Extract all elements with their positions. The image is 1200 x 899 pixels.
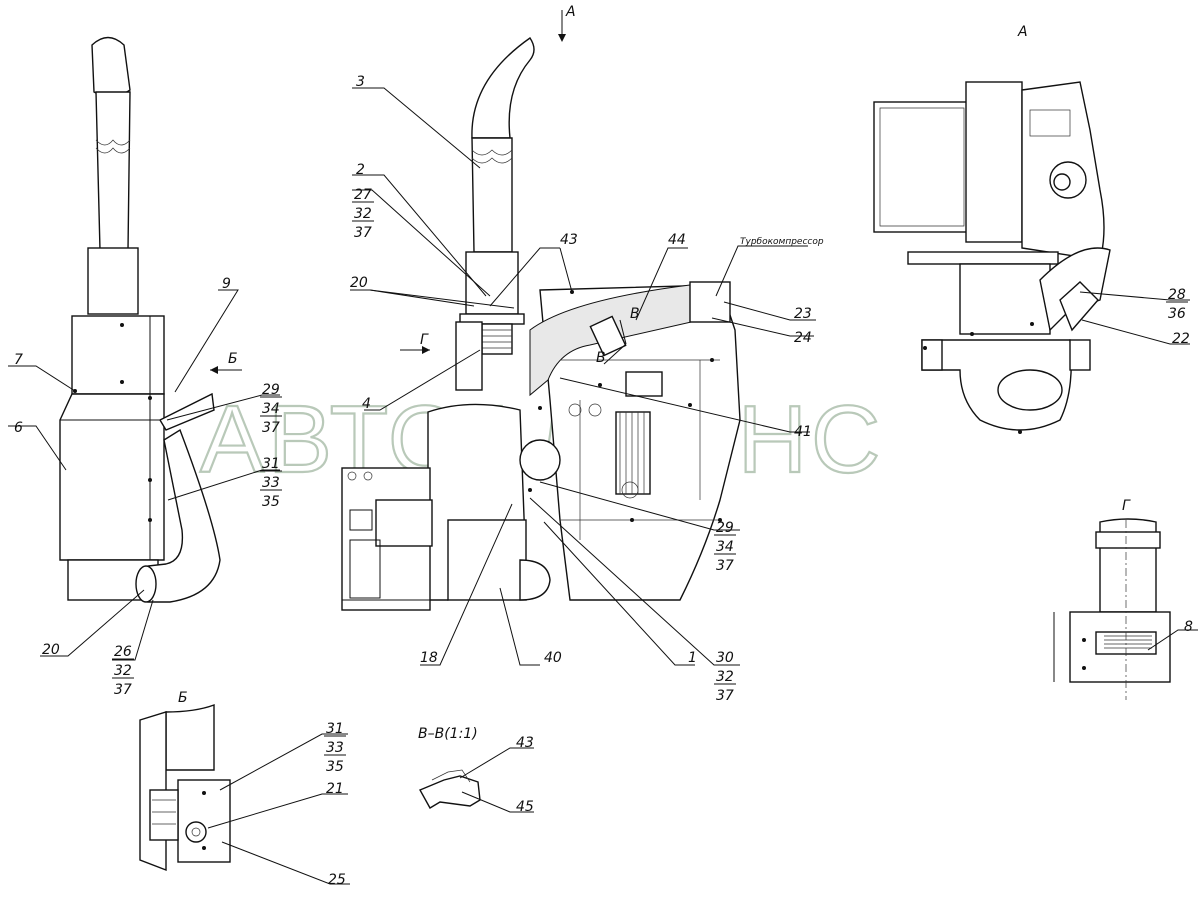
callout-1: 1 (688, 650, 697, 666)
exhaust-pipe-left (95, 91, 131, 251)
svg-text:32: 32 (354, 206, 372, 222)
callout-8: 8 (1184, 619, 1193, 635)
svg-text:34: 34 (262, 401, 280, 417)
callout-23: 23 (794, 306, 812, 322)
callout-22: 22 (1172, 331, 1190, 347)
view-b-arrow-label: Б (228, 351, 238, 367)
view-g-title: Г (1122, 498, 1131, 514)
view-a (873, 81, 1111, 434)
callout-44: 44 (668, 232, 686, 248)
callout-9: 9 (222, 276, 231, 292)
view-a-outlet (997, 369, 1063, 411)
section-v-title: В–В(1:1) (418, 726, 478, 742)
callout-7: 7 (14, 352, 23, 368)
bracket-9 (159, 392, 215, 431)
callout-18: 18 (420, 650, 438, 666)
callout-2: 2 (356, 162, 365, 178)
view-b (139, 703, 231, 872)
leader-lines (8, 10, 1198, 885)
callout-20-left: 20 (42, 642, 60, 658)
svg-text:36: 36 (1168, 306, 1186, 322)
svg-text:31: 31 (262, 456, 280, 472)
svg-text:35: 35 (262, 494, 280, 510)
clamp-20-left (135, 565, 157, 603)
pulley (519, 439, 561, 481)
callout-25: 25 (328, 872, 346, 888)
svg-text:37: 37 (354, 225, 372, 241)
callout-stack-31-33-35-b: 31 33 35 (324, 721, 346, 775)
callout-3: 3 (356, 74, 365, 90)
left-side-view (59, 36, 221, 603)
svg-text:37: 37 (114, 682, 132, 698)
cut-v-label-1: В (630, 306, 640, 322)
center-main-view (341, 37, 741, 611)
callout-6: 6 (14, 420, 23, 436)
labels: А А Б Г Г Б В–В(1:1) В В Турбокомпрессор… (14, 4, 1193, 888)
callout-stack-29-34-37-center: 29 34 37 (714, 520, 736, 574)
svg-text:33: 33 (326, 740, 344, 756)
svg-text:32: 32 (716, 669, 734, 685)
svg-text:33: 33 (262, 475, 280, 491)
elbow-pipe-left (147, 428, 221, 603)
turbo-note: Турбокомпрессор (740, 237, 824, 247)
callout-stack-31-33-35-left: 31 33 35 (260, 456, 282, 510)
stack-tip-left (91, 36, 131, 98)
view-g (1053, 518, 1171, 700)
svg-text:34: 34 (716, 539, 734, 555)
callout-stack-30-32-37: 30 32 37 (714, 650, 736, 704)
svg-text:26: 26 (114, 644, 132, 660)
svg-text:37: 37 (716, 688, 734, 704)
callout-20-center: 20 (350, 275, 368, 291)
bellows-20 (481, 323, 513, 355)
callout-43-section: 43 (516, 735, 534, 751)
muffler-body-left (59, 393, 165, 561)
view-b-pipe (165, 703, 215, 771)
section-v-v (419, 769, 481, 809)
clamp-40 (519, 559, 551, 601)
svg-text:29: 29 (262, 382, 280, 398)
callout-4: 4 (362, 396, 371, 412)
svg-text:37: 37 (716, 558, 734, 574)
callout-45: 45 (516, 799, 534, 815)
callout-21: 21 (326, 781, 344, 797)
cut-v-label-2: В (596, 350, 606, 366)
svg-text:27: 27 (354, 187, 372, 203)
svg-text:29: 29 (716, 520, 734, 536)
view-a-arrow-label: А (565, 4, 576, 20)
svg-text:30: 30 (716, 650, 734, 666)
svg-text:35: 35 (326, 759, 344, 775)
stack-tip-center (471, 37, 535, 139)
callout-24: 24 (794, 330, 812, 346)
callout-stack-29-34-37-left: 29 34 37 (260, 382, 282, 436)
callout-stack-27-32-37: 27 32 37 (352, 187, 374, 241)
view-a-housing (873, 101, 971, 233)
callout-40: 40 (544, 650, 562, 666)
callout-41: 41 (794, 424, 812, 440)
exhaust-pipe-center (471, 137, 513, 253)
svg-text:31: 31 (326, 721, 344, 737)
callout-stack-28-36: 28 36 (1166, 287, 1188, 322)
view-g-arrow-label: Г (420, 332, 429, 348)
svg-text:32: 32 (114, 663, 132, 679)
view-b-title: Б (178, 690, 188, 706)
pipe-clamp-left (87, 247, 139, 315)
svg-text:28: 28 (1168, 287, 1186, 303)
muffler-top-left (71, 315, 165, 395)
section-v-profile (419, 775, 481, 809)
callout-43: 43 (560, 232, 578, 248)
turbocharger (689, 281, 731, 323)
svg-text:37: 37 (262, 420, 280, 436)
view-a-title: А (1017, 24, 1028, 40)
filter-element (615, 411, 651, 495)
callout-stack-26-32-37: 26 32 37 (112, 644, 134, 698)
